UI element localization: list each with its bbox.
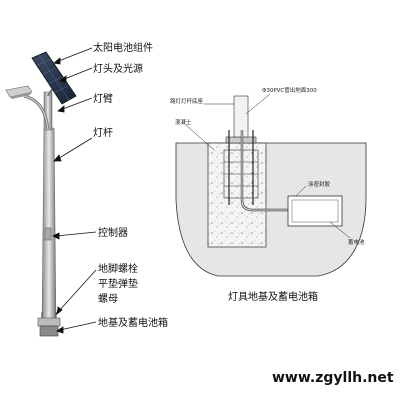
label-nut: 螺母 <box>98 293 118 305</box>
label-anchor-flange: 路灯灯杆底座 <box>170 97 204 105</box>
foundation-caption: 灯具地基及蓄电池箱 <box>228 290 318 303</box>
watermark: www.zgyllh.net <box>272 370 394 386</box>
foundation-detail <box>175 95 367 277</box>
label-controller: 控制器 <box>98 226 128 239</box>
label-solar-panel: 太阳电池组件 <box>93 41 153 54</box>
solar-panel-icon <box>31 51 77 105</box>
battery-box <box>287 195 343 227</box>
label-lamp-arm: 灯臂 <box>93 92 113 105</box>
label-washer: 平垫弹垫 <box>98 277 138 290</box>
label-pvc-pipe: Φ30PVC管出地面300 <box>262 86 317 94</box>
streetlight <box>5 51 77 337</box>
label-battery: 蓄电池 <box>348 238 365 246</box>
label-sealant: 涂密封胶 <box>308 180 331 188</box>
lamp-head-icon <box>5 85 33 99</box>
controller-box <box>44 227 52 241</box>
streetlight-leaders <box>52 47 97 334</box>
base-flange <box>37 317 61 327</box>
label-lamp-head: 灯头及光源 <box>93 62 143 75</box>
label-anchor-bolt: 地脚螺栓 <box>98 262 138 275</box>
label-concrete: 混凝土 <box>175 118 192 126</box>
label-foundation-battery-box: 地基及蓄电池箱 <box>98 316 168 329</box>
concrete-block <box>207 142 267 248</box>
foundation-leaders <box>185 93 351 239</box>
label-pole: 灯杆 <box>93 127 113 139</box>
